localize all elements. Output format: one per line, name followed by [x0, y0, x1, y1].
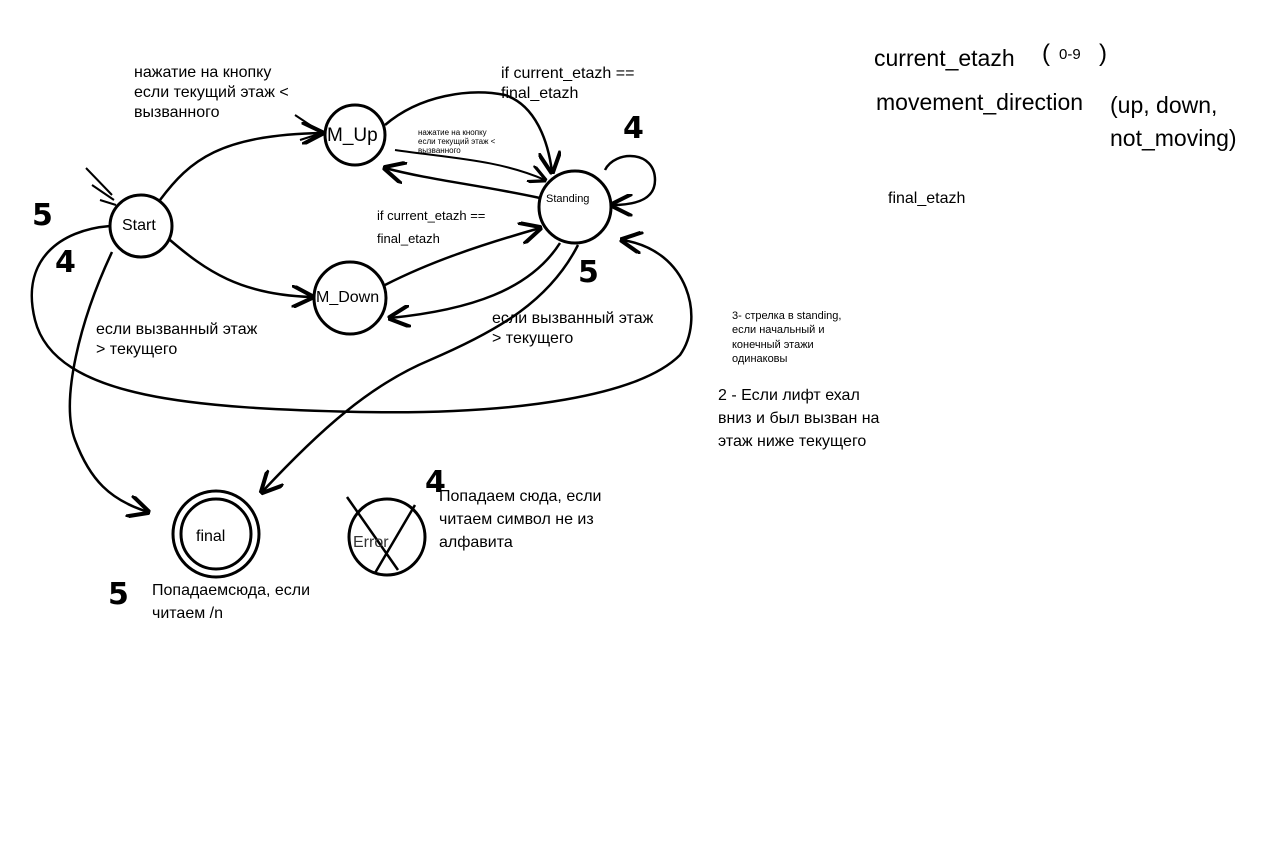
start-entry-ticks	[85, 167, 117, 206]
transition-start-to-standing-loop	[30, 224, 693, 414]
variable-current-etazh: current_etazh	[874, 45, 1015, 71]
note-error-state: Попадаем сюда, если читаем символ не из …	[439, 485, 601, 555]
transition-standing-to-mup	[385, 168, 541, 200]
note-error-line-1: Попадаем сюда, если	[439, 488, 602, 505]
state-start-label: Start	[122, 217, 156, 234]
arrow-tail-start-to-mup	[294, 114, 325, 141]
transition-start-to-mup	[159, 133, 322, 201]
transition-standing-to-mdown	[390, 242, 562, 318]
label-press-button-small-line-2: если текущий этаж <	[418, 137, 496, 147]
variable-movement-direction: movement_direction	[876, 89, 1084, 115]
hand-number-start-top: 5	[32, 198, 53, 233]
note-3-line-1: 3- стрелка в standing,	[732, 310, 842, 322]
label-if-equal-top: if current_etazh == final_etazh	[501, 64, 634, 104]
hand-number-final-left: 5	[108, 577, 129, 612]
note-2-line-2: вниз и был вызван на	[718, 410, 880, 428]
label-press-button-small-line-1: нажатие на кнопку	[418, 128, 487, 137]
state-error-circle	[347, 497, 427, 577]
state-standing-circle	[537, 169, 613, 245]
note-2-moving-down: 2 - Если лифт ехал вниз и был вызван на …	[718, 384, 879, 454]
range-paren-open: (	[1042, 40, 1050, 67]
error-cross-mark	[345, 496, 417, 574]
transition-mup-to-standing	[384, 91, 552, 172]
note-final-line-2: читаем /n	[152, 605, 224, 623]
note-3-line-2: если начальный и	[732, 324, 825, 337]
hand-number-start-left: 4	[55, 245, 76, 280]
note-3-line-4: одинаковы	[732, 352, 788, 365]
label-press-button: нажатие на кнопку если текущий этаж < вы…	[134, 63, 289, 123]
state-final-outer-circle	[171, 489, 261, 579]
hand-number-standing-bottom: 5	[578, 255, 599, 290]
note-3-line-3: конечный этажи	[732, 338, 814, 351]
note-2-line-3: этаж ниже текущего	[718, 433, 867, 451]
note-2-line-1: 2 - Если лифт ехал	[718, 387, 860, 404]
variable-direction-values-1: (up, down,	[1110, 92, 1218, 118]
transition-start-to-mdown	[169, 239, 312, 297]
variable-current-range: 0-9	[1059, 46, 1081, 63]
label-called-gt-right-line-1: если вызванный этаж	[492, 310, 654, 327]
label-called-gt-right-line-2: > текущего	[492, 330, 574, 347]
transition-start-to-final	[68, 251, 148, 512]
state-standing-label: Standing	[546, 193, 590, 205]
state-error-label: Error	[353, 534, 389, 551]
range-paren-close: )	[1099, 40, 1107, 67]
label-called-gt-left-line-2: > текущего	[96, 341, 178, 358]
label-called-gt-right: если вызванный этаж > текущего	[492, 309, 653, 349]
state-m-up-circle	[323, 103, 387, 167]
state-final-label: final	[196, 528, 226, 545]
state-m-down-label: M_Down	[316, 289, 380, 306]
hand-number-standing-top: 4	[623, 111, 644, 146]
label-press-button-line-3: вызванного	[134, 104, 220, 121]
label-called-gt-left-line-1: если вызванный этаж	[96, 321, 258, 338]
transition-standing-to-final	[262, 244, 580, 492]
label-if-equal-top-line-2: final_etazh	[501, 85, 579, 102]
label-press-button-line-2: если текущий этаж <	[134, 84, 289, 101]
label-if-equal-top-line-1: if current_etazh ==	[501, 65, 635, 82]
transition-mdown-to-standing	[384, 228, 540, 287]
variable-direction-values-2: not_moving)	[1110, 125, 1237, 151]
note-3-standing-arrow: 3- стрелка в standing, если начальный и …	[732, 309, 841, 366]
hand-number-error-top: 4	[425, 465, 446, 500]
label-press-button-small: нажатие на кнопку если текущий этаж < вы…	[418, 128, 495, 156]
label-press-button-small-line-3: вызванного	[418, 146, 461, 156]
note-error-line-2: читаем символ не из	[439, 511, 594, 529]
label-press-button-line-1: нажатие на кнопку	[134, 64, 272, 81]
variable-final-etazh: final_etazh	[888, 190, 966, 207]
label-if-equal-mid-line-1: if current_etazh ==	[377, 208, 486, 223]
label-called-gt-left: если вызванный этаж > текущего	[96, 320, 257, 360]
transition-standing-self-loop	[603, 154, 657, 205]
state-final-inner-circle	[179, 497, 253, 571]
note-final-state: Попадаемсюда, если читаем /n	[152, 579, 310, 625]
label-if-equal-mid: if current_etazh == final_etazh	[377, 205, 485, 251]
transition-mup-to-standing-lower	[394, 149, 545, 180]
note-error-line-3: алфавита	[439, 534, 513, 552]
label-if-equal-mid-line-2: final_etazh	[377, 230, 440, 246]
state-m-up-label: M_Up	[327, 125, 378, 146]
note-final-line-1: Попадаемсюда, если	[152, 582, 311, 599]
